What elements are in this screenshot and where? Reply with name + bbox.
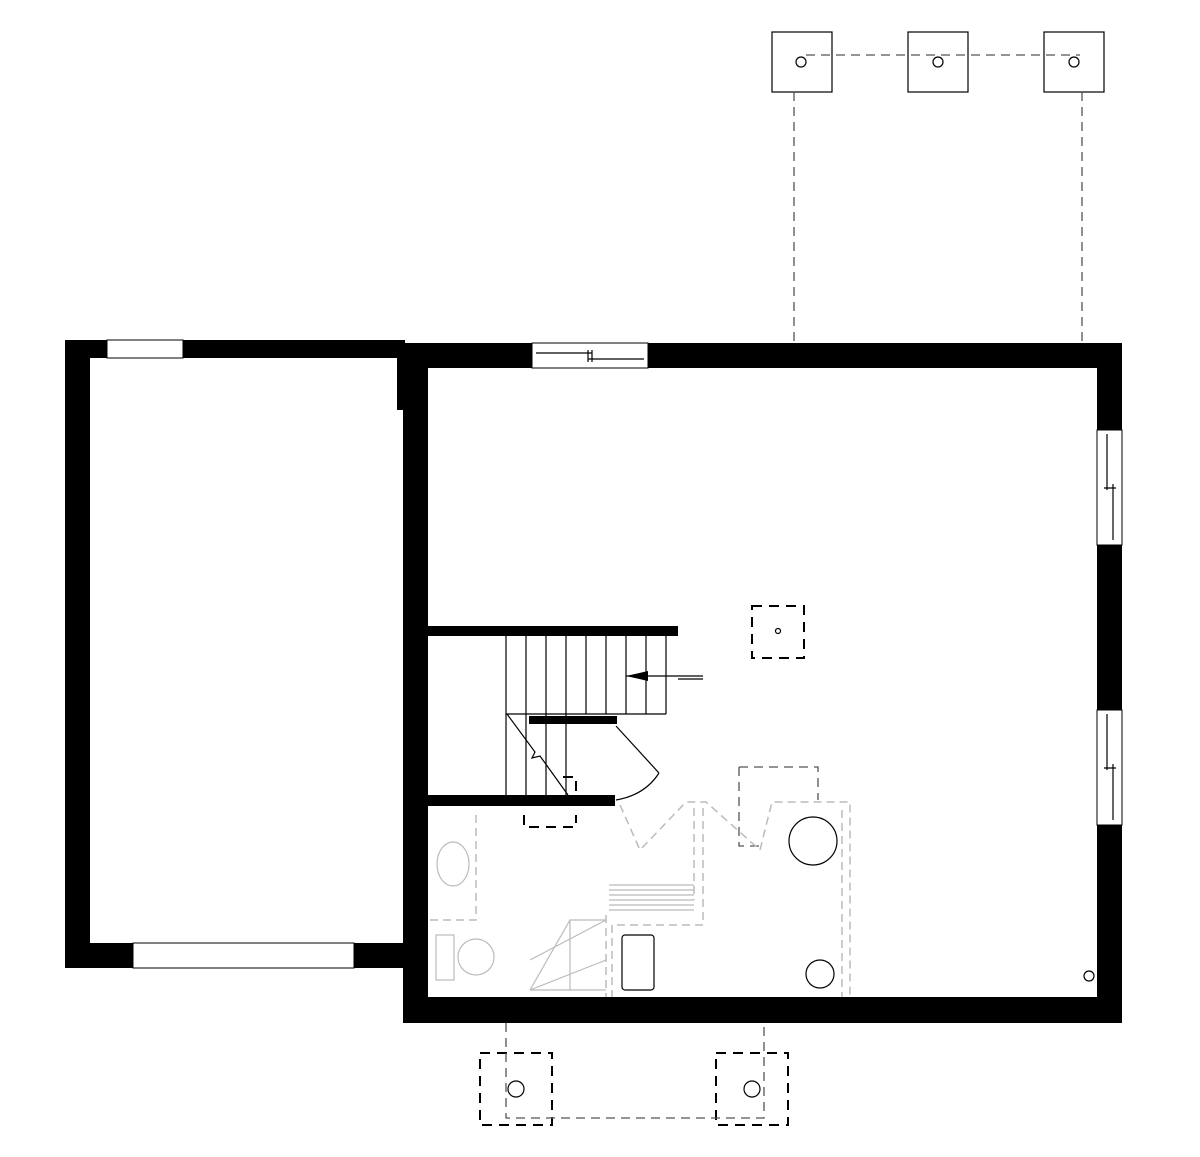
left-wall [403, 343, 428, 1023]
garage-door-opening [132, 942, 355, 969]
floor-drain [1083, 970, 1095, 982]
water-heater [788, 816, 838, 866]
furnace [621, 934, 655, 991]
pier [479, 1052, 553, 1126]
bottom-wall [403, 997, 1122, 1023]
pier [1043, 31, 1105, 93]
door-swing [615, 725, 660, 801]
toilet-bowl [457, 938, 495, 976]
sump [805, 959, 835, 989]
right-window-lower [1096, 709, 1123, 826]
top-wall [403, 343, 1122, 368]
pier-center [1068, 56, 1080, 68]
pier-center [932, 56, 944, 68]
pier [907, 31, 969, 93]
pier [771, 31, 833, 93]
pier-center [507, 1080, 525, 1098]
top-window [531, 342, 649, 369]
beam-line [505, 1023, 765, 1119]
pier-center [743, 1080, 761, 1098]
pier [715, 1052, 789, 1126]
sink [436, 841, 470, 887]
right-window-upper [1096, 429, 1123, 546]
garage [65, 339, 405, 969]
top-piers [771, 31, 1105, 343]
bottom-piers [479, 1023, 789, 1126]
beam-line [793, 54, 1083, 343]
toilet-tank [435, 934, 455, 981]
garage-top-window [106, 339, 184, 359]
pier-center [795, 56, 807, 68]
fixtures [430, 766, 1095, 997]
garage-left-wall [65, 340, 90, 968]
staircase [428, 626, 703, 828]
main-walls [403, 342, 1123, 1023]
garage-right-wall-stub [397, 340, 405, 410]
center-column [751, 605, 805, 659]
arrow-head-icon [626, 671, 648, 681]
